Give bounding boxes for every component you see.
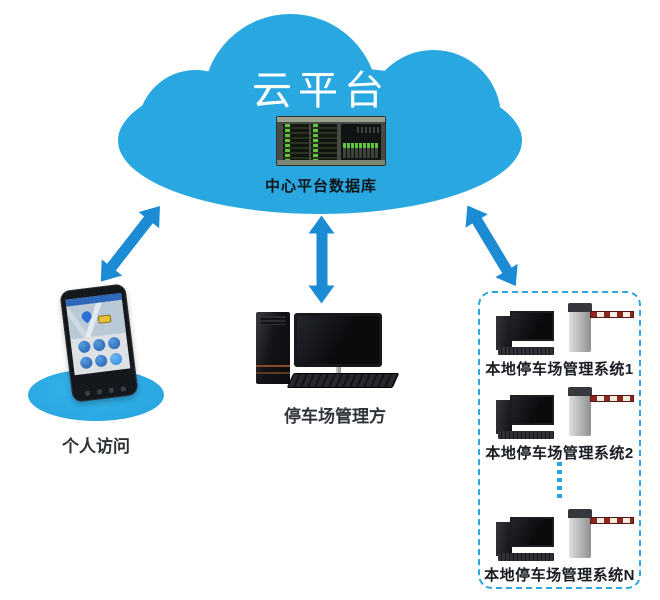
map-pin-icon [79, 309, 94, 324]
local-system-label: 本地停车场管理系统1 [485, 361, 634, 378]
workstation-icon [496, 517, 556, 563]
double-arrow-cloud-local-icon [471, 216, 513, 275]
gate-arm [590, 311, 634, 318]
keyboard-icon [498, 431, 554, 439]
server-drive-row [343, 143, 379, 158]
smartphone-icon [59, 283, 139, 403]
ellipsis-dot [557, 494, 562, 498]
gate-cap [568, 387, 592, 396]
local-system-station: 本地停车场管理系统2 [480, 385, 639, 465]
phone-dock [72, 385, 138, 398]
monitor-icon [294, 313, 382, 367]
phone-screen [65, 292, 131, 376]
double-arrow-cloud-manager-icon [316, 232, 328, 287]
app-icon [77, 340, 91, 354]
cloud-title: 云平台 [252, 69, 390, 113]
monitor-icon [510, 517, 554, 547]
parking-manager-label: 停车场管理方 [284, 407, 386, 426]
pc-tower-icon [496, 522, 512, 556]
rack-server-icon [276, 116, 386, 166]
monitor-icon [510, 311, 554, 341]
local-system-label: 本地停车场管理系统2 [485, 445, 634, 462]
cloud-shape: 云平台 中心平台数据库 [118, 12, 524, 214]
barrier-gate-icon [568, 509, 638, 559]
gate-post [569, 312, 591, 352]
monitor-icon [510, 395, 554, 425]
pc-tower-icon [496, 316, 512, 350]
server-drive-column [283, 124, 309, 160]
double-arrow-cloud-personal-icon [106, 215, 154, 272]
pc-tower-icon [496, 400, 512, 434]
gate-cap [568, 303, 592, 312]
ellipsis-dot [557, 486, 562, 490]
gate-arm [590, 517, 634, 524]
barrier-gate-icon [568, 303, 638, 353]
dock-icon [96, 389, 102, 395]
app-icon [94, 354, 108, 368]
gate-post [569, 518, 591, 558]
server-drive-column [311, 124, 337, 160]
map-view [66, 299, 126, 340]
workstation-icon [496, 311, 556, 357]
gate-post [569, 396, 591, 436]
ellipsis-dot [557, 470, 562, 474]
local-system-station: 本地停车场管理系统N [480, 507, 639, 587]
dock-icon [84, 390, 90, 397]
keyboard-icon [498, 347, 554, 355]
personal-access-label: 个人访问 [62, 437, 130, 456]
vertical-ellipsis-icon [480, 462, 639, 498]
keyboard-icon [498, 553, 554, 561]
workstation-icon [496, 395, 556, 441]
barrier-gate-icon [568, 387, 638, 437]
gate-arm [590, 395, 634, 402]
parking-manager-node: 停车场管理方 [250, 302, 420, 427]
app-icon [107, 336, 122, 350]
ellipsis-dot [557, 462, 562, 466]
dock-icon [108, 387, 114, 394]
app-icon [109, 352, 124, 366]
personal-access-node: 个人访问 [28, 283, 178, 460]
app-icon-grid [70, 333, 130, 374]
car-marker-icon [97, 314, 112, 324]
ellipsis-dot [557, 478, 562, 482]
app-icon [79, 356, 93, 370]
local-system-label: 本地停车场管理系统N [484, 567, 635, 584]
pc-tower-icon [256, 312, 290, 384]
central-database-label: 中心平台数据库 [264, 178, 377, 195]
keyboard-icon [286, 373, 400, 388]
local-system-station: 本地停车场管理系统1 [480, 301, 639, 381]
dock-icon [119, 386, 126, 392]
local-systems-group: 本地停车场管理系统1 本地停车场管理系统2 [478, 291, 641, 589]
gate-cap [568, 509, 592, 518]
app-icon [92, 338, 106, 352]
